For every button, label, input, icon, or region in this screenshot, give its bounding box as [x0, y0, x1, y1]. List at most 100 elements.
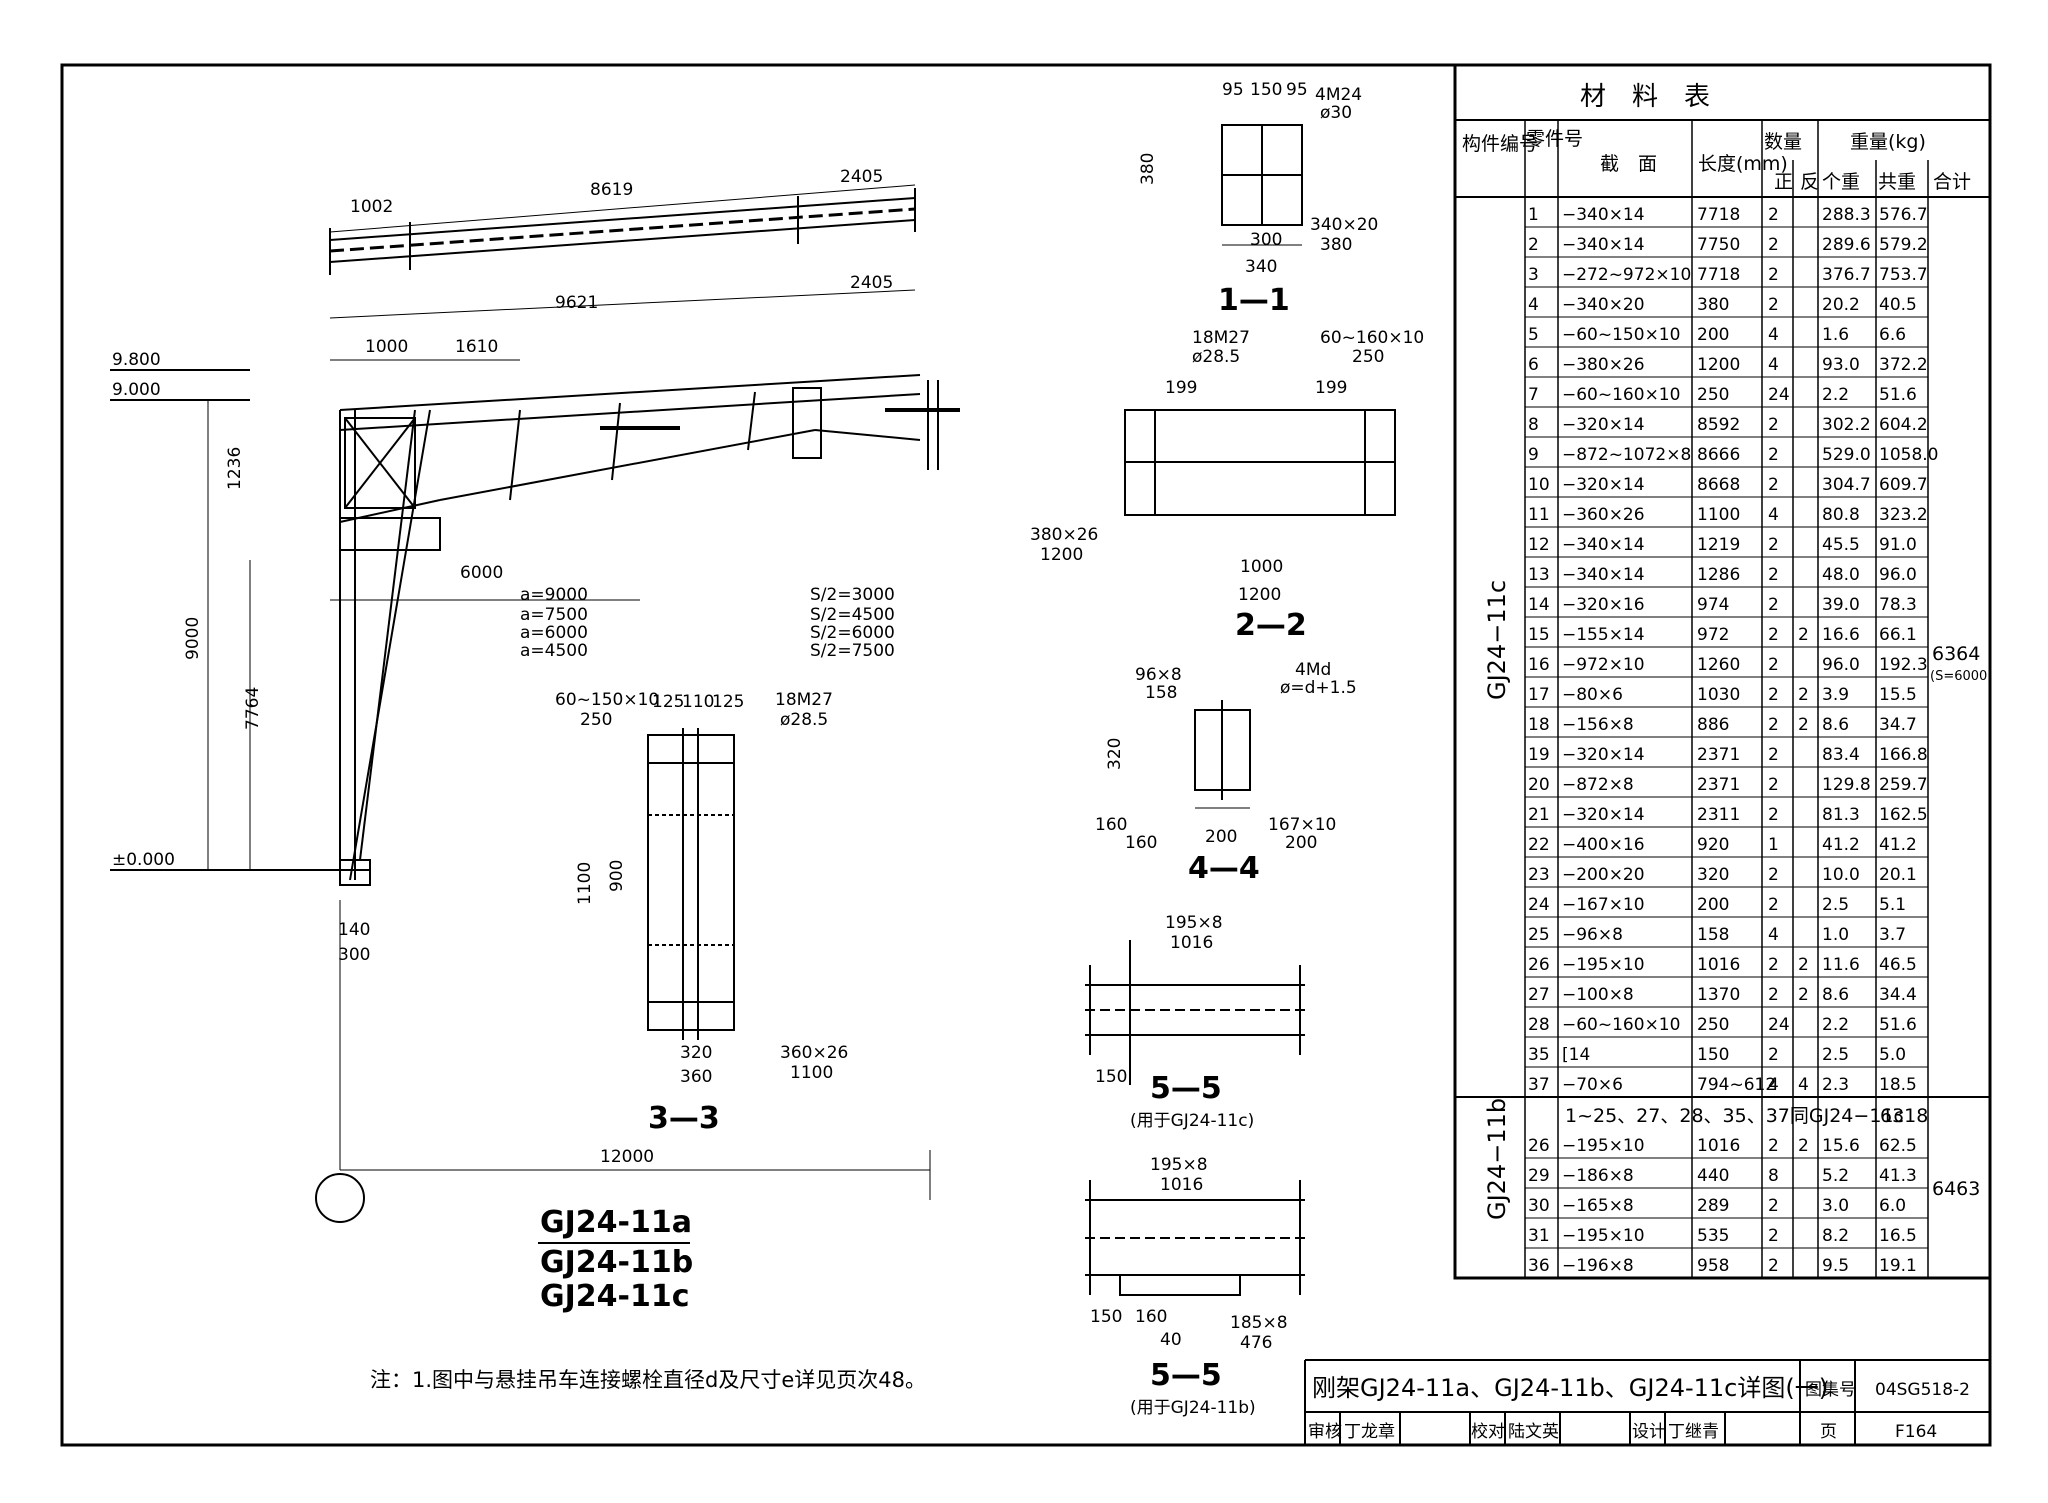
span-s7500: S/2=7500 [810, 641, 895, 661]
th-member: 构件编号 [1462, 133, 1538, 155]
svg-text:360: 360 [680, 1067, 712, 1087]
svg-text:60~160×10: 60~160×10 [1320, 328, 1424, 348]
table-cell: 162.5 [1879, 805, 1928, 825]
table-cell: 66.1 [1879, 625, 1917, 645]
svg-text:320: 320 [680, 1043, 712, 1063]
table-cell: 958 [1697, 1256, 1729, 1276]
table-cell: −195×10 [1562, 1226, 1645, 1246]
table-cell: 2 [1798, 955, 1809, 975]
table-cell: 17 [1528, 685, 1550, 705]
table-cell: 7718 [1697, 265, 1740, 285]
dim-7764: 7764 [243, 687, 263, 730]
table-cell: 2 [1798, 985, 1809, 1005]
svg-text:96×8: 96×8 [1135, 665, 1182, 685]
table-cell: 14 [1528, 595, 1550, 615]
table-cell: 29 [1528, 1166, 1550, 1186]
table-cell: 158 [1697, 925, 1729, 945]
section-5-5-b [1085, 1180, 1305, 1296]
svg-text:380×26: 380×26 [1030, 525, 1098, 545]
svg-text:1100: 1100 [790, 1063, 833, 1083]
table-cell: 4 [1798, 1075, 1809, 1095]
table-cell: 10.0 [1822, 865, 1860, 885]
table-cell: −186×8 [1562, 1166, 1634, 1186]
table-cell: 41.2 [1879, 835, 1917, 855]
th-qty-neg: 反 [1800, 171, 1819, 193]
table-cell: 2 [1768, 1045, 1779, 1065]
table-cell: 200 [1697, 325, 1729, 345]
table-cell: 19.1 [1879, 1256, 1917, 1276]
table-cell: 4 [1768, 325, 1779, 345]
table-cell: 753.7 [1879, 265, 1928, 285]
table-cell: 3.9 [1822, 685, 1849, 705]
section-4-4-labels: 4—4 96×8 158 4Md ø=d+1.5 320 160 160 167… [1095, 660, 1357, 886]
section-2-2-labels: 2—2 18M27 ø28.5 60~160×10 250 199 199 38… [1030, 328, 1424, 643]
svg-text:360×26: 360×26 [780, 1043, 848, 1063]
th-w-sum: 合计 [1933, 171, 1971, 193]
group-c-sum-note: (S=6000) [1930, 669, 1992, 684]
table-cell: 5 [1528, 325, 1539, 345]
table-cell: −320×16 [1562, 595, 1645, 615]
table-cell: −60~160×10 [1562, 1015, 1680, 1035]
table-cell: 24 [1768, 385, 1790, 405]
dim-9000: 9000 [183, 617, 203, 660]
table-cell: −340×20 [1562, 295, 1645, 315]
svg-text:300: 300 [1250, 230, 1282, 250]
svg-text:160: 160 [1135, 1307, 1167, 1327]
svg-text:4M24: 4M24 [1315, 85, 1362, 105]
table-cell: 250 [1697, 1015, 1729, 1035]
table-cell: 6.0 [1879, 1196, 1906, 1216]
table-cell: 11 [1528, 505, 1550, 525]
table-cell: 16.6 [1822, 625, 1860, 645]
table-cell: 2 [1768, 475, 1779, 495]
table-cell: 259.7 [1879, 775, 1928, 795]
table-cell: −340×14 [1562, 235, 1645, 255]
table-cell: 2.2 [1822, 385, 1849, 405]
table-cell: 320 [1697, 865, 1729, 885]
span-s4500: S/2=4500 [810, 605, 895, 625]
th-w-total: 共重 [1878, 171, 1916, 193]
table-cell: 974 [1697, 595, 1729, 615]
svg-text:4Md: 4Md [1295, 660, 1331, 680]
table-cell: 1058.0 [1879, 445, 1938, 465]
th-qty-pos: 正 [1774, 171, 1793, 193]
table-cell: 1219 [1697, 535, 1740, 555]
dim-12000: 12000 [600, 1147, 654, 1167]
table-cell: 34.7 [1879, 715, 1917, 735]
th-qty: 数量 [1764, 131, 1802, 153]
section-4-4 [1194, 700, 1251, 809]
svg-text:320: 320 [1105, 738, 1125, 770]
table-cell: 302.2 [1822, 415, 1871, 435]
table-cell: 1286 [1697, 565, 1740, 585]
table-cell: 2 [1768, 265, 1779, 285]
table-cell: 22 [1528, 835, 1550, 855]
table-cell: 4 [1528, 295, 1539, 315]
table-cell: 3.0 [1822, 1196, 1849, 1216]
table-cell: −60~160×10 [1562, 385, 1680, 405]
table-cell: 4 [1768, 505, 1779, 525]
table-cell: 2.5 [1822, 1045, 1849, 1065]
th-weight: 重量(kg) [1850, 131, 1926, 153]
svg-text:340×20: 340×20 [1310, 215, 1378, 235]
svg-text:125: 125 [712, 692, 744, 712]
designer: 丁继青 [1668, 1422, 1719, 1442]
svg-text:160: 160 [1095, 815, 1127, 835]
table-cell: 2311 [1697, 805, 1740, 825]
span-a7500: a=7500 [520, 605, 588, 625]
svg-text:ø30: ø30 [1320, 103, 1352, 123]
svg-text:95: 95 [1286, 80, 1308, 100]
table-cell: 2 [1768, 865, 1779, 885]
svg-text:95: 95 [1222, 80, 1244, 100]
table-cell: 2 [1768, 895, 1779, 915]
table-cell: 2 [1768, 955, 1779, 975]
table-cell: 2371 [1697, 745, 1740, 765]
table-cell: 2 [1768, 805, 1779, 825]
check-label: 校对 [1471, 1422, 1505, 1442]
table-cell: 1200 [1697, 355, 1740, 375]
table-cell: 604.2 [1879, 415, 1928, 435]
sec55b-note: (用于GJ24-11b) [1130, 1398, 1256, 1418]
section-1-1-labels: 1—1 95 150 95 4M24 ø30 380 300 340 340×2… [1138, 80, 1378, 318]
table-cell: 35 [1528, 1045, 1550, 1065]
table-cell: −400×16 [1562, 835, 1645, 855]
table-cell: 2 [1768, 445, 1779, 465]
